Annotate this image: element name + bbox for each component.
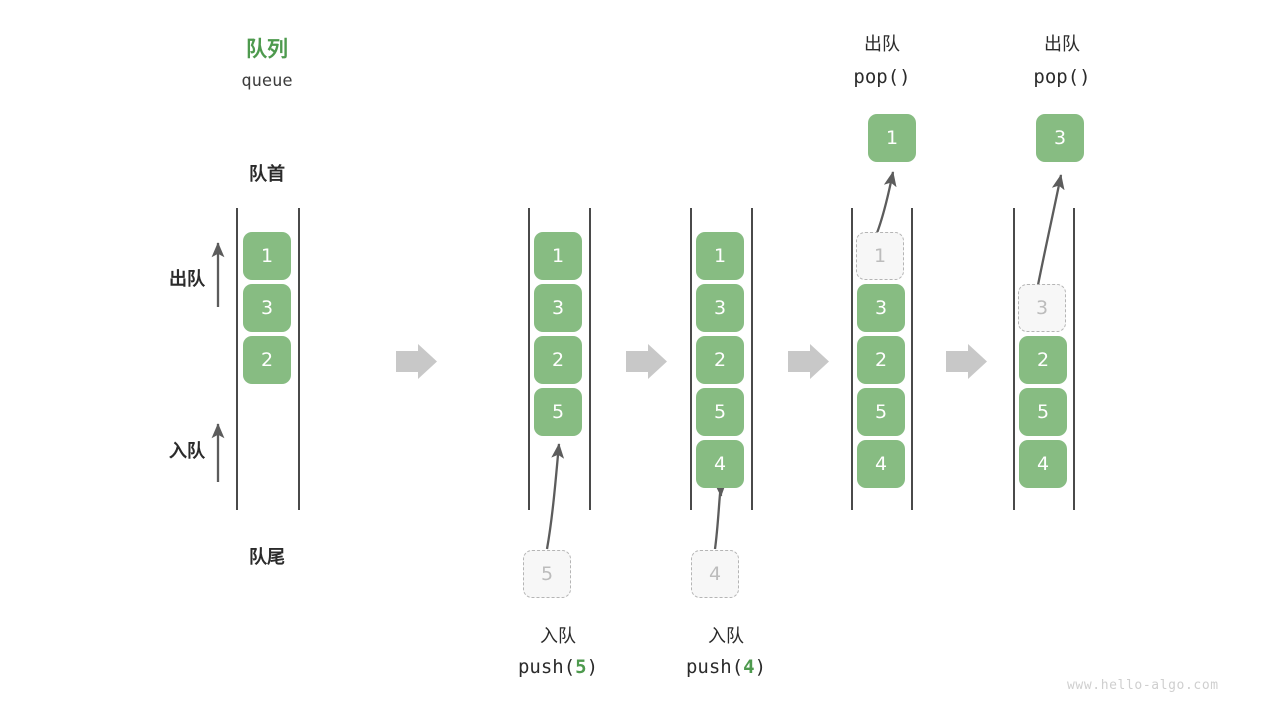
pop-1-label-code: pop()	[832, 66, 932, 88]
front-label: 队首	[249, 164, 285, 185]
queue-cell-removed: 1	[856, 232, 904, 280]
queue-cell-new: 4	[696, 440, 744, 488]
queue-cell: 3	[857, 284, 905, 332]
queue-cell: 3	[696, 284, 744, 332]
pop-3-code-prefix: pop(	[1033, 66, 1080, 88]
queue-cell: 4	[857, 440, 905, 488]
pop-1-arrow	[875, 171, 897, 234]
queue-cell: 4	[1019, 440, 1067, 488]
push-5-code-prefix: push(	[517, 656, 576, 678]
pop-3-code-suffix: )	[1079, 66, 1091, 88]
push-4-code-prefix: push(	[685, 656, 744, 678]
push-4-label-code: push(4)	[666, 656, 786, 678]
queue-cell: 3	[534, 284, 582, 332]
watermark: www.hello-algo.com	[1067, 678, 1219, 693]
pop-1-code-suffix: )	[899, 66, 911, 88]
queue-cell-new: 5	[534, 388, 582, 436]
push-5-label-code: push(5)	[498, 656, 618, 678]
queue-rail-right	[589, 208, 591, 510]
queue-cell: 5	[696, 388, 744, 436]
queue-cell: 1	[534, 232, 582, 280]
pop-3-label-cn: 出队	[1044, 34, 1080, 55]
queue-rail-right	[911, 208, 913, 510]
rear-label: 队尾	[249, 547, 285, 568]
queue-rail-left	[1013, 208, 1015, 510]
pop-1-label-cn: 出队	[864, 34, 900, 55]
queue-cell-removed: 3	[1018, 284, 1066, 332]
queue-cell: 2	[243, 336, 291, 384]
step-arrow-2	[626, 344, 667, 379]
queue-cell: 5	[857, 388, 905, 436]
queue-rail-left	[236, 208, 238, 510]
pop-3-label-code: pop()	[1012, 66, 1112, 88]
enqueue-direction-label: 入队	[169, 441, 205, 462]
step-arrow-1	[396, 344, 437, 379]
pop-3-arrow	[1036, 174, 1065, 286]
queue-cell: 2	[857, 336, 905, 384]
pop-1-code-prefix: pop(	[853, 66, 900, 88]
push-4-code-suffix: )	[754, 656, 767, 678]
push-5-label-cn: 入队	[540, 626, 576, 647]
incoming-ghost-cell: 4	[691, 550, 739, 598]
queue-rail-left	[528, 208, 530, 510]
push-5-arrow	[545, 443, 565, 550]
push-5-code-suffix: )	[586, 656, 599, 678]
queue-rail-right	[751, 208, 753, 510]
step-arrow-3	[788, 344, 829, 379]
push-4-label-cn: 入队	[708, 626, 744, 647]
dequeue-direction-label: 出队	[169, 269, 205, 290]
step-arrow-4	[946, 344, 987, 379]
queue-cell: 5	[1019, 388, 1067, 436]
push-5-code-value: 5	[575, 656, 587, 678]
queue-cell: 1	[243, 232, 291, 280]
popped-cell: 1	[868, 114, 916, 162]
queue-cell: 2	[1019, 336, 1067, 384]
queue-rail-left	[851, 208, 853, 510]
page-title-cn: 队列	[246, 37, 288, 61]
queue-cell: 2	[534, 336, 582, 384]
page-title-en: queue	[241, 71, 293, 91]
incoming-ghost-cell: 5	[523, 550, 571, 598]
push-4-arrow	[713, 481, 727, 550]
queue-cell: 1	[696, 232, 744, 280]
queue-rail-left	[690, 208, 692, 510]
popped-cell: 3	[1036, 114, 1084, 162]
queue-rail-right	[1073, 208, 1075, 510]
push-4-code-value: 4	[743, 656, 755, 678]
queue-cell: 2	[696, 336, 744, 384]
queue-rail-right	[298, 208, 300, 510]
queue-cell: 3	[243, 284, 291, 332]
